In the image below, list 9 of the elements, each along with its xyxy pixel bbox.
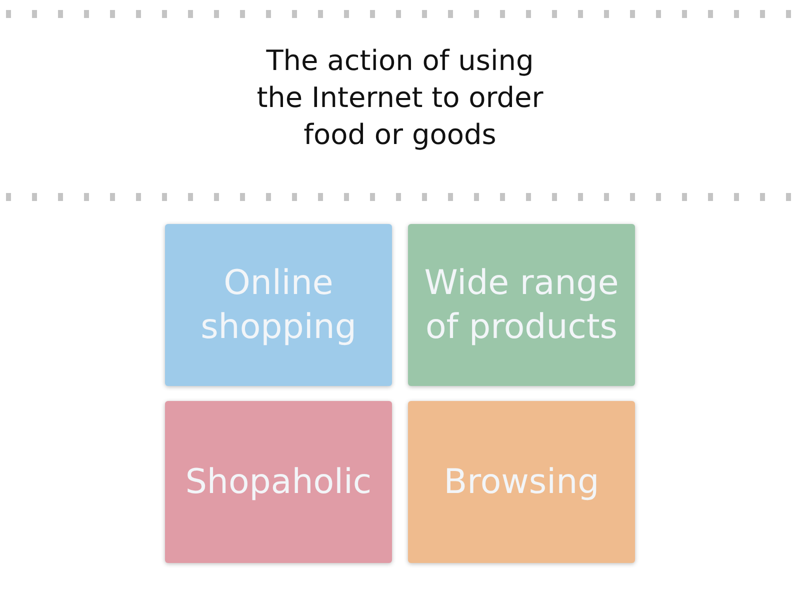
card-text: Shopaholic [185,461,372,504]
answer-card [408,224,635,386]
definition-text: The action of using the Internet to order food or goods [256,43,544,153]
card-text: Browsing [444,461,600,504]
card-text: Wide range of products [423,262,620,349]
answer-card [408,401,635,563]
card-text: Online shopping [200,262,358,349]
answer-card [165,224,392,386]
answer-card [165,401,392,563]
